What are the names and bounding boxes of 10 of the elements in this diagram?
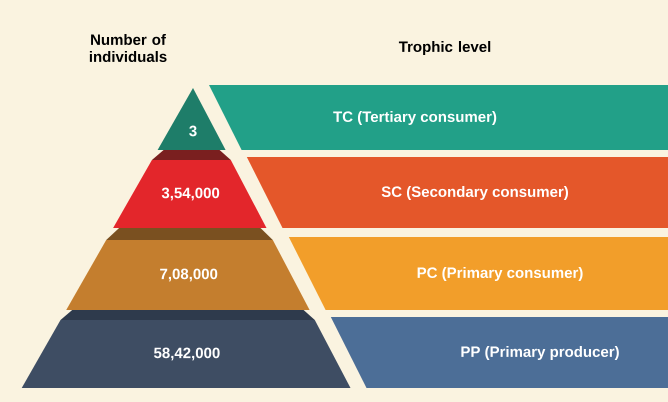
trophic-level-band: SC (Secondary consumer) bbox=[246, 157, 668, 228]
pyramid-level: 3 bbox=[158, 88, 226, 150]
column-heading: Trophic level bbox=[398, 41, 490, 55]
pyramid-level: 3,54,000 bbox=[113, 150, 266, 228]
column-heading: Number of individuals bbox=[90, 34, 167, 62]
trophic-level-band: PP (Primary producer) bbox=[330, 317, 668, 388]
trophic-level-band: TC (Tertiary consumer) bbox=[209, 85, 668, 150]
trophic-level-band: PC (Primary consumer) bbox=[288, 237, 668, 310]
pyramid-level: 7,08,000 bbox=[66, 228, 310, 310]
pyramid-level: 58,42,000 bbox=[22, 310, 350, 388]
